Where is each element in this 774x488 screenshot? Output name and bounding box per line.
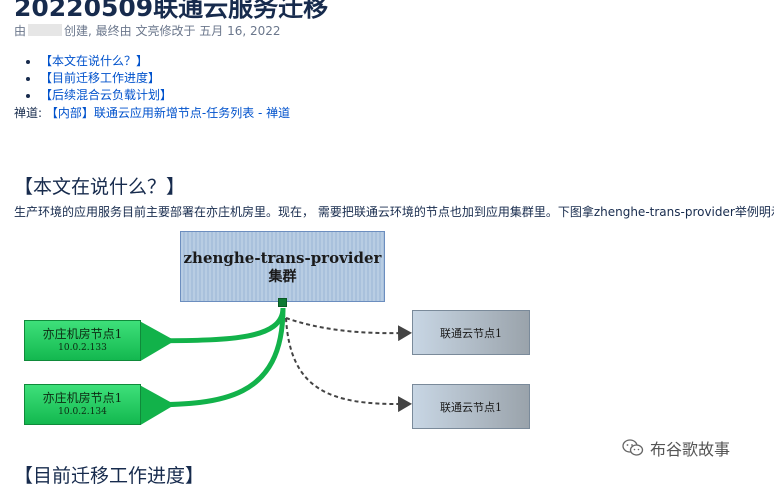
page-title: 20220509联通云服务迁移	[14, 0, 329, 22]
related-label: 禅道:	[14, 106, 43, 120]
edge-cluster-to-node2	[139, 307, 286, 426]
section-paragraph: 生产环境的应用服务目前主要部署在亦庄机房里。现在， 需要把联通云环境的节点也加到…	[14, 205, 774, 219]
edge-cluster-to-cloud2	[285, 317, 412, 413]
table-of-contents: 【本文在说什么？】 【目前迁移工作进度】 【后续混合云负载计划】	[20, 53, 172, 104]
wechat-icon	[622, 439, 644, 456]
cloud-node-name: 联通云节点1	[440, 326, 502, 340]
diagram-node-unicom-1: 联通云节点1	[412, 310, 530, 355]
diagram-cluster-box: zhenghe-trans-provider 集群	[180, 231, 385, 302]
related-link-row: 禅道: 【内部】联通云应用新增节点-任务列表 - 禅道	[14, 104, 290, 121]
toc-item: 【目前迁移工作进度】	[40, 70, 172, 87]
cloud-node-name: 联通云节点1	[440, 400, 502, 414]
toc-item: 【后续混合云负载计划】	[40, 87, 172, 104]
diagram-node-unicom-2: 联通云节点1	[412, 384, 530, 429]
page-byline: 由 创建, 最终由 文亮修改于 五月 16, 2022	[14, 22, 281, 39]
toc-link-progress[interactable]: 【目前迁移工作进度】	[40, 71, 161, 85]
toc-link-plan[interactable]: 【后续混合云负载计划】	[40, 88, 173, 102]
node-name: 亦庄机房节点1	[42, 327, 123, 341]
cluster-subtitle: 集群	[268, 268, 297, 285]
node-ip: 10.0.2.134	[58, 407, 107, 417]
byline-prefix: 由	[14, 24, 27, 38]
author-redacted[interactable]	[28, 24, 63, 36]
node-name: 亦庄机房节点1	[42, 391, 123, 405]
node-ip: 10.0.2.133	[58, 343, 107, 353]
toc-item: 【本文在说什么？】	[40, 53, 172, 70]
related-link[interactable]: 【内部】联通云应用新增节点-任务列表 - 禅道	[45, 106, 291, 120]
byline-suffix: 创建, 最终由 文亮修改于 五月 16, 2022	[64, 24, 281, 38]
edge-cluster-to-node1	[139, 307, 286, 362]
watermark: 布谷歌故事	[622, 436, 730, 460]
diagram-node-yizhuang-1: 亦庄机房节点1 10.0.2.133	[24, 320, 141, 361]
cluster-anchor-point	[278, 298, 287, 307]
section-heading-progress: 【目前迁移工作进度】	[14, 465, 205, 487]
toc-link-what[interactable]: 【本文在说什么？】	[40, 54, 149, 68]
section-heading-what: 【本文在说什么？】	[14, 176, 186, 198]
edge-cluster-to-cloud1	[285, 317, 412, 342]
diagram-node-yizhuang-2: 亦庄机房节点1 10.0.2.134	[24, 384, 141, 425]
watermark-text: 布谷歌故事	[650, 440, 731, 459]
cluster-title: zhenghe-trans-provider	[183, 248, 382, 267]
